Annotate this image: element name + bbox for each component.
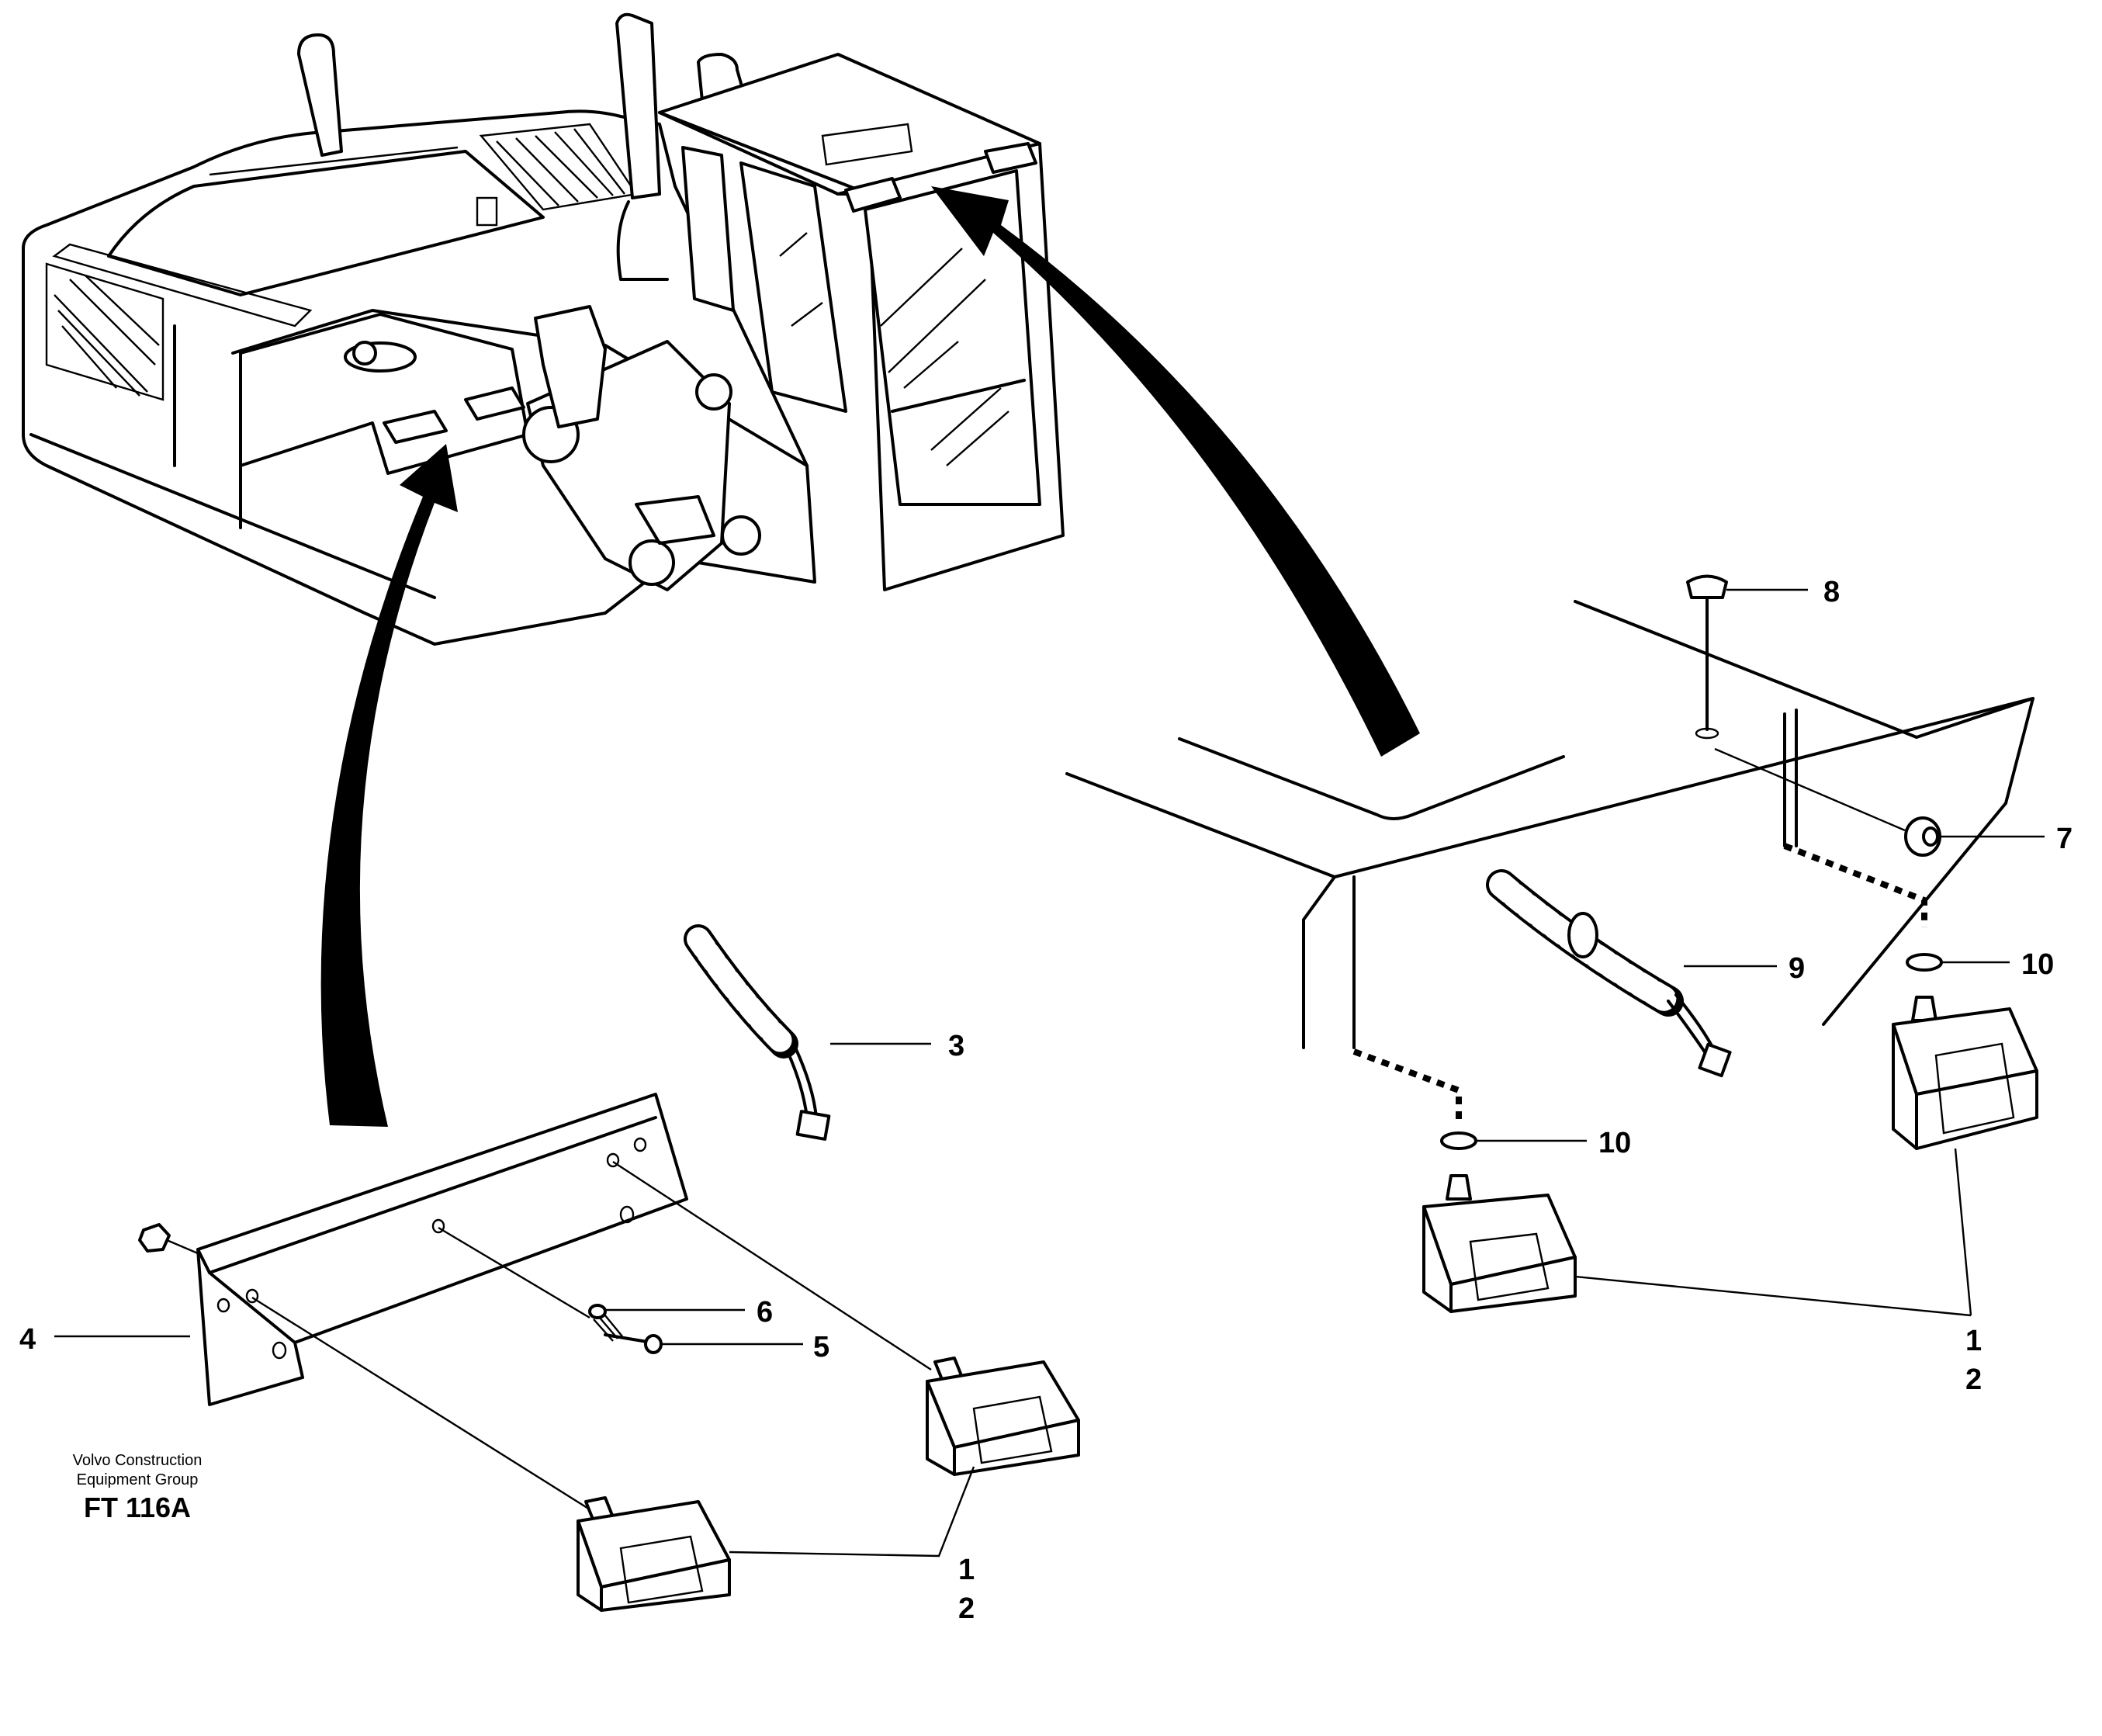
arrow-to-front-lamps	[320, 444, 458, 1127]
callout-1-left: 1	[958, 1554, 975, 1586]
leader-lines	[54, 588, 2045, 1558]
work-lamp-right-lower	[1422, 1174, 1577, 1313]
callout-5: 5	[813, 1331, 829, 1364]
part-10-washer-left	[1440, 1131, 1477, 1150]
callout-2-left: 2	[958, 1592, 975, 1625]
work-lamp-left-lower	[577, 1496, 731, 1612]
part-7-grommet	[1714, 747, 1941, 857]
callout-10-right: 10	[2021, 948, 2054, 981]
part-8-plug	[1686, 574, 1728, 731]
part-9-cable-harness	[1486, 869, 1732, 1078]
part-10-washer-right	[1906, 953, 1943, 972]
callout-9: 9	[1789, 952, 1805, 985]
callout-4: 4	[19, 1323, 36, 1356]
callout-3: 3	[948, 1030, 964, 1062]
part-4-lamp-bracket	[196, 1093, 688, 1406]
machine-illustration	[22, 12, 1065, 646]
callout-10-left: 10	[1598, 1127, 1631, 1159]
align-line-left	[251, 1296, 590, 1511]
figure-code: FT 116A	[84, 1492, 191, 1523]
bracket-nut	[138, 1223, 199, 1255]
callout-1-right: 1	[1965, 1325, 1982, 1357]
callout-2-right: 2	[1965, 1364, 1982, 1396]
credit-line-1: Volvo Construction	[73, 1452, 203, 1469]
callout-7: 7	[2056, 823, 2073, 855]
callout-6: 6	[757, 1296, 773, 1329]
align-line-right	[612, 1160, 932, 1371]
callout-8: 8	[1823, 576, 1840, 608]
credit-block: Volvo Construction Equipment Group FT 11…	[73, 1452, 203, 1523]
work-lamp-left-upper	[926, 1357, 1080, 1476]
part-5-screw	[438, 1226, 663, 1354]
callout-labels: 8 7 9 10 10 1 2 3 4 6 5 1 2	[19, 576, 2073, 1625]
work-lamp-right-upper	[1892, 996, 2038, 1150]
credit-line-2: Equipment Group	[77, 1471, 199, 1488]
part-3-cable-harness	[684, 924, 831, 1141]
part-6-washer	[588, 1304, 607, 1319]
cab-roof-detail	[1065, 600, 2034, 1121]
arrow-to-cab-lamps	[931, 186, 1420, 757]
